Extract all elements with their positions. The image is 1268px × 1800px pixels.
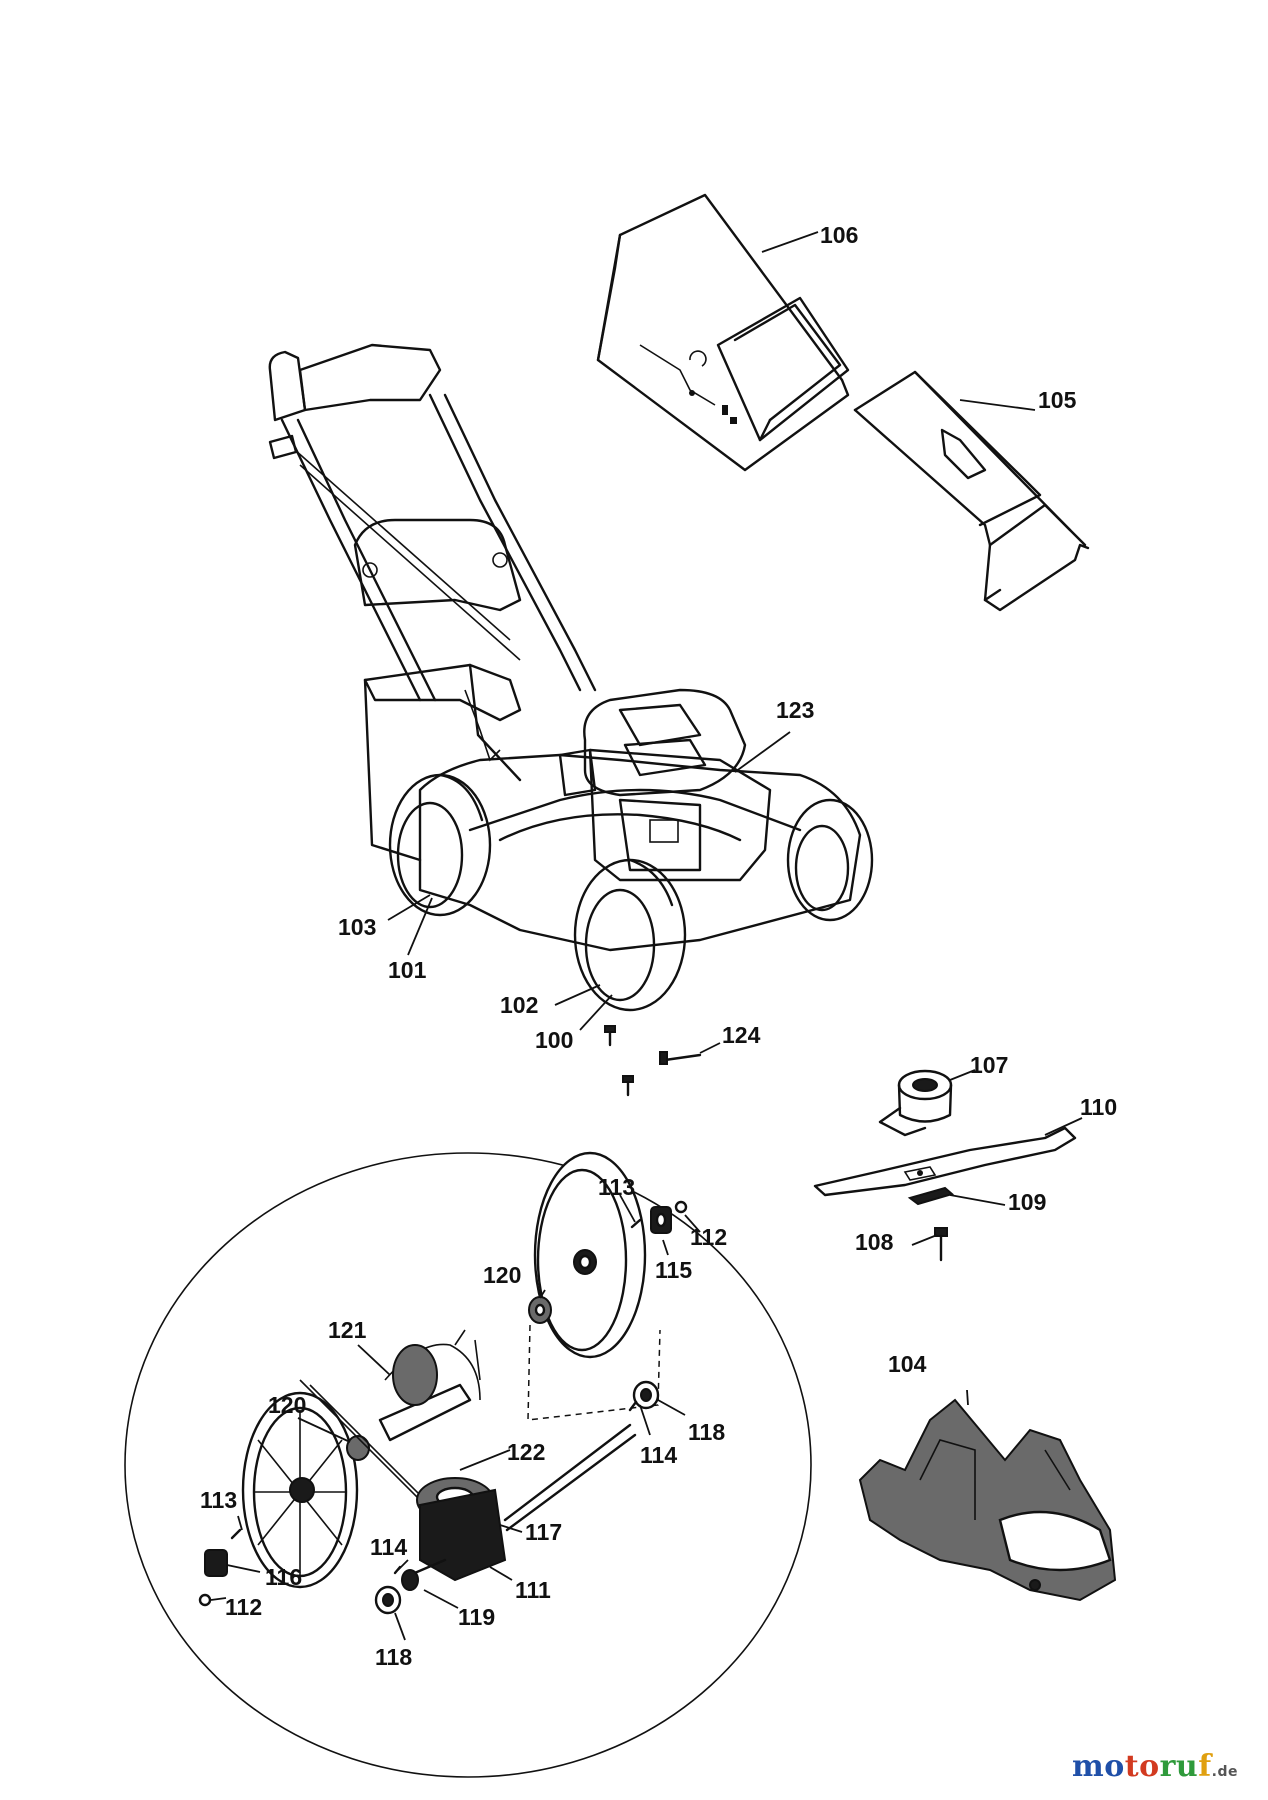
label-112-lower: 112	[225, 1594, 262, 1620]
label-108: 108	[855, 1229, 894, 1255]
label-109: 109	[1008, 1189, 1046, 1215]
label-124: 124	[722, 1022, 761, 1048]
label-114-upper: 114	[640, 1442, 677, 1468]
drive-detail-outline	[124, 1152, 812, 1778]
part-labels: 106 105 123 103 101 102 100 124 107 110 …	[200, 222, 1117, 1670]
label-118-upper: 118	[688, 1419, 725, 1445]
label-104: 104	[888, 1351, 927, 1377]
label-123: 123	[776, 697, 814, 723]
label-112-upper: 112	[690, 1224, 727, 1250]
leader-lines	[210, 231, 1083, 1641]
label-103: 103	[338, 914, 376, 940]
label-100: 100	[535, 1027, 573, 1053]
deck-baffle-104[interactable]	[858, 1398, 1117, 1602]
label-114-lower: 114	[370, 1534, 407, 1560]
label-117: 117	[525, 1519, 562, 1545]
label-107: 107	[970, 1052, 1008, 1078]
label-115: 115	[655, 1257, 692, 1283]
label-110: 110	[1080, 1094, 1117, 1120]
label-102: 102	[500, 992, 538, 1018]
label-120-upper: 120	[483, 1262, 521, 1288]
blade-bolt-108[interactable]	[934, 1227, 948, 1262]
screws-124[interactable]	[604, 1025, 702, 1097]
blade-washer-109[interactable]	[907, 1186, 955, 1206]
label-113-lower: 113	[200, 1487, 237, 1513]
label-101: 101	[388, 957, 427, 983]
motoruf-watermark-logo: motoruf.de	[1071, 1749, 1238, 1784]
label-105: 105	[1038, 387, 1077, 413]
label-119: 119	[458, 1604, 495, 1630]
label-111: 111	[515, 1577, 551, 1603]
lawn-mower-assembly	[268, 343, 874, 1012]
label-122: 122	[507, 1439, 545, 1465]
drive-wheel-detail	[198, 1391, 370, 1607]
grass-bag-106[interactable]	[596, 193, 850, 472]
label-116: 116	[265, 1564, 302, 1590]
label-118-lower: 118	[375, 1644, 412, 1670]
label-120-lower: 120	[268, 1392, 306, 1418]
rear-wheel-hub-detail	[528, 1151, 688, 1359]
blade-110[interactable]	[813, 1126, 1077, 1197]
transmission-assembly	[299, 1329, 660, 1615]
label-113-upper: 113	[598, 1174, 635, 1200]
bag-frame-105[interactable]	[853, 370, 1090, 612]
label-121: 121	[328, 1317, 367, 1343]
label-106: 106	[820, 222, 858, 248]
blade-adapter-107[interactable]	[878, 1069, 953, 1137]
